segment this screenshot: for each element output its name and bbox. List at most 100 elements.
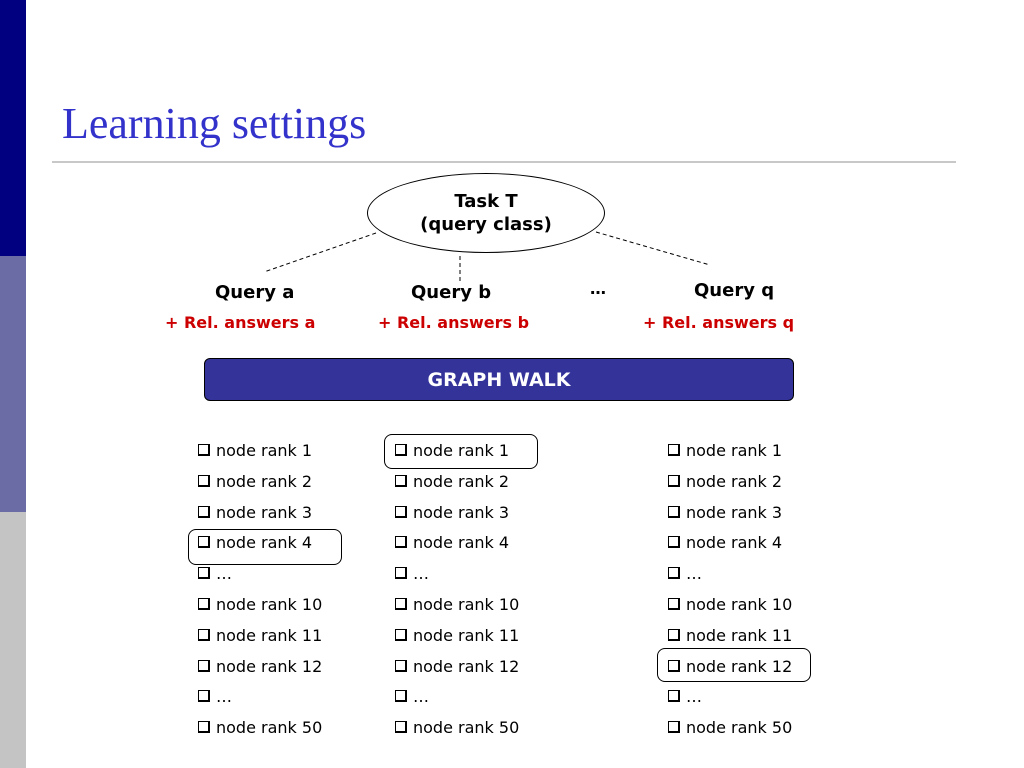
checkbox-icon (395, 659, 407, 672)
rank-item-label: node rank 12 (413, 656, 520, 676)
checkbox-icon (395, 690, 407, 703)
rank-list-a: node rank 1 node rank 2 node rank 3 node ra… (198, 437, 322, 745)
checkbox-icon (395, 721, 407, 734)
title-divider (52, 161, 956, 163)
rank-item-label: node rank 2 (216, 471, 313, 491)
connector-line-q (595, 231, 711, 266)
checkbox-icon (198, 567, 210, 580)
rank-item: node rank 11 (668, 622, 792, 653)
query-a-label: Query a (215, 282, 295, 303)
query-q-label: Query q (694, 280, 775, 301)
sidebar-block-bottom (0, 512, 26, 768)
connector-line-a (263, 232, 377, 273)
rank-item: node rank 50 (198, 714, 322, 745)
checkbox-icon (668, 690, 680, 703)
rank-item-label: node rank 4 (413, 533, 510, 553)
checkbox-icon (668, 659, 680, 672)
query-b-label: Query b (411, 282, 492, 303)
highlight-box-a (188, 529, 342, 565)
rank-item: … (668, 683, 792, 714)
rank-item-label: node rank 11 (216, 625, 323, 645)
rank-item-label: node rank 11 (413, 625, 520, 645)
checkbox-icon (198, 690, 210, 703)
checkbox-icon (395, 444, 407, 456)
rank-item-label: node rank 3 (413, 502, 510, 522)
query-a-answers: + Rel. answers a (165, 313, 316, 332)
checkbox-icon (668, 628, 680, 641)
rank-item-label: … (413, 564, 429, 584)
rank-item: node rank 10 (395, 591, 519, 622)
rank-item-label: node rank 11 (686, 625, 793, 645)
rank-item: … (395, 560, 519, 591)
sidebar-bar (0, 0, 26, 768)
graph-walk-label: GRAPH WALK (427, 368, 571, 391)
rank-item-label: node rank 3 (686, 502, 783, 522)
rank-item: … (198, 683, 322, 714)
slide-title: Learning settings (62, 99, 367, 148)
rank-item: node rank 1 (668, 437, 792, 468)
rank-item-label: node rank 10 (413, 594, 520, 614)
rank-item: node rank 2 (395, 468, 519, 499)
rank-item: node rank 11 (395, 622, 519, 653)
rank-item-label: node rank 50 (216, 718, 323, 738)
rank-item-label: node rank 10 (686, 594, 793, 614)
sidebar-block-top (0, 0, 26, 256)
rank-item-label: node rank 10 (216, 594, 323, 614)
rank-item: node rank 2 (198, 468, 322, 499)
rank-item: node rank 12 (668, 653, 792, 684)
rank-item-label: node rank 4 (216, 533, 313, 553)
checkbox-icon (198, 474, 210, 487)
rank-item-label: node rank 4 (686, 533, 783, 553)
rank-item: node rank 12 (395, 653, 519, 684)
rank-item: node rank 1 (198, 437, 322, 468)
rank-item-label: node rank 1 (216, 441, 313, 460)
checkbox-icon (668, 721, 680, 734)
rank-item-label: node rank 2 (686, 471, 783, 491)
task-node: Task T (query class) (367, 173, 605, 253)
checkbox-icon (198, 628, 210, 641)
rank-item-label: … (686, 687, 702, 707)
rank-list-b: node rank 1 node rank 2 node rank 3 node ra… (395, 437, 519, 745)
query-q-answers: + Rel. answers q (643, 313, 795, 332)
checkbox-icon (668, 567, 680, 580)
rank-item-label: … (413, 687, 429, 707)
checkbox-icon (198, 444, 210, 456)
rank-item: node rank 1 (395, 437, 519, 468)
checkbox-icon (198, 536, 210, 549)
rank-item-label: node rank 1 (413, 441, 510, 460)
rank-item-label: node rank 12 (686, 656, 793, 676)
rank-item: … (668, 560, 792, 591)
rank-item-label: node rank 3 (216, 502, 313, 522)
rank-item-label: … (216, 687, 232, 707)
highlight-box-q (657, 648, 811, 682)
checkbox-icon (395, 474, 407, 487)
query-ellipsis: … (590, 279, 606, 298)
rank-item: node rank 3 (198, 499, 322, 530)
rank-item: node rank 2 (668, 468, 792, 499)
checkbox-icon (198, 721, 210, 734)
rank-item: node rank 50 (395, 714, 519, 745)
rank-item: node rank 10 (668, 591, 792, 622)
checkbox-icon (198, 505, 210, 518)
checkbox-icon (198, 597, 210, 610)
rank-item: … (198, 560, 322, 591)
checkbox-icon (395, 597, 407, 610)
checkbox-icon (395, 505, 407, 518)
checkbox-icon (198, 659, 210, 672)
rank-item: … (395, 683, 519, 714)
rank-item: node rank 11 (198, 622, 322, 653)
rank-item: node rank 10 (198, 591, 322, 622)
rank-item-label: node rank 50 (413, 718, 520, 738)
query-b-answers: + Rel. answers b (378, 313, 530, 332)
task-title: Task T (454, 191, 518, 212)
checkbox-icon (668, 597, 680, 610)
rank-item-label: node rank 2 (413, 471, 510, 491)
checkbox-icon (668, 505, 680, 518)
checkbox-icon (668, 444, 680, 456)
rank-item-label: … (686, 564, 702, 584)
checkbox-icon (395, 536, 407, 549)
graph-walk-box: GRAPH WALK (204, 358, 794, 401)
checkbox-icon (395, 567, 407, 580)
rank-list-q: node rank 1 node rank 2 node rank 3 node ra… (668, 437, 792, 745)
